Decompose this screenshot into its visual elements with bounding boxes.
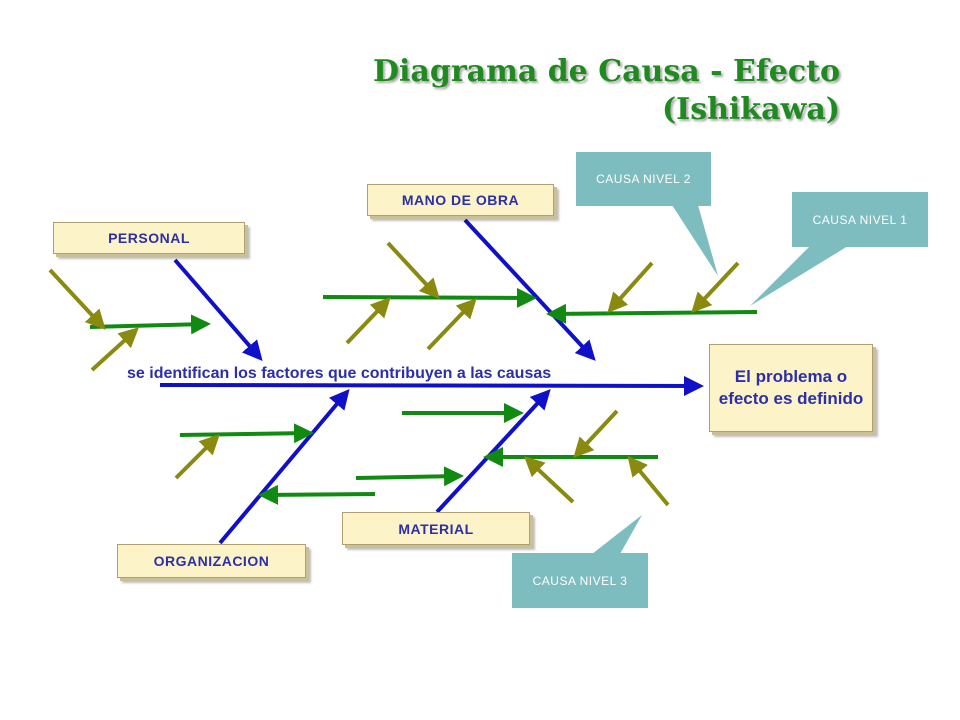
cause-l2-arrow [345, 297, 391, 345]
bone-personal [173, 258, 263, 362]
callout-causa-nivel3: CAUSA NIVEL 3 [512, 553, 648, 608]
callout-tail-nivel1 [750, 246, 848, 306]
bone-organizacion [218, 388, 350, 545]
cause-l2-arrow [48, 268, 106, 330]
cause-l1-arrow [322, 287, 537, 308]
spine-arrow [159, 375, 704, 396]
callout-tail-nivel3 [592, 515, 642, 554]
cause-l1-arrow [89, 314, 211, 335]
cause-l2-arrow [607, 261, 654, 313]
category-box-organizacion: ORGANIZACION [117, 544, 306, 578]
bone-material [435, 389, 551, 514]
callout-causa-nivel2: CAUSA NIVEL 2 [576, 152, 711, 206]
cause-l2-arrow [386, 241, 440, 299]
cause-l2-arrow [174, 434, 220, 480]
category-box-mano-de-obra: MANO DE OBRA [367, 184, 554, 216]
effect-box: El problema o efecto es definido [709, 344, 873, 432]
cause-l2-arrow [90, 327, 139, 372]
cause-l1-arrow [546, 303, 758, 324]
cause-l2-arrow [426, 298, 477, 351]
diagram-title-line2: (Ishikawa) [661, 92, 840, 127]
cause-l2-arrow [524, 456, 575, 504]
cause-l1-arrow [179, 423, 314, 444]
category-box-material: MATERIAL [342, 512, 530, 545]
cause-l2-arrow [573, 409, 619, 458]
diagram-title-line1: Diagrama de Causa - Efecto [373, 54, 840, 89]
spine-label: se identifican los factores que contribu… [127, 365, 552, 382]
category-box-personal: PERSONAL [53, 222, 245, 254]
bone-mano-de-obra [463, 218, 596, 361]
cause-l2-arrow [691, 261, 740, 313]
cause-l2-arrow [627, 455, 670, 507]
cause-l1-arrow [258, 484, 376, 505]
callout-causa-nivel1: CAUSA NIVEL 1 [792, 192, 928, 247]
cause-l1-arrow [355, 466, 464, 487]
callout-tail-nivel2 [672, 205, 718, 276]
